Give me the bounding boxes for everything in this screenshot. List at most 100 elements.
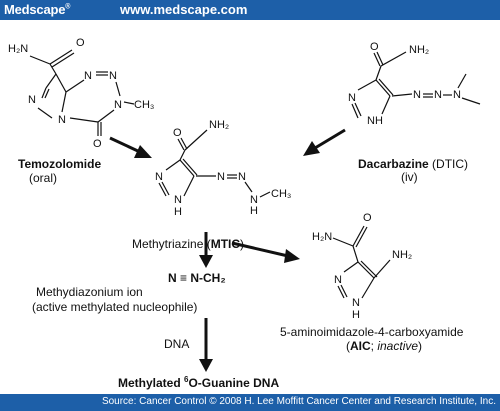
atom-label: N xyxy=(155,171,163,183)
bond xyxy=(182,158,198,176)
atom-label: N xyxy=(28,94,36,106)
bond xyxy=(65,79,85,93)
bond xyxy=(179,159,195,177)
medscape-logo: Medscape® xyxy=(4,2,71,17)
temozolomide-route: (oral) xyxy=(29,171,57,185)
dacarbazine-route: (iv) xyxy=(401,170,418,184)
bond xyxy=(375,65,382,81)
atom-label: N xyxy=(413,89,421,101)
dna-label: DNA xyxy=(164,337,189,351)
bond xyxy=(61,91,67,113)
bond xyxy=(29,55,51,65)
dacarbazine-label: Dacarbazine (DTIC) xyxy=(358,157,468,171)
bond xyxy=(391,93,413,97)
atom-label: O xyxy=(173,127,182,139)
atom-label: NH xyxy=(367,115,383,127)
atom-label: N xyxy=(58,114,66,126)
arrow-dacarbazine-to-mtic xyxy=(303,128,346,156)
bond xyxy=(351,103,359,119)
bond xyxy=(375,79,391,97)
bond xyxy=(45,73,57,89)
atom-label: H₂N xyxy=(312,231,332,243)
diazonium-label: Methydiazonium ion xyxy=(36,285,143,299)
bond xyxy=(361,277,375,299)
bond xyxy=(360,260,378,278)
bond xyxy=(183,175,195,197)
bond xyxy=(244,181,253,193)
atom-label: N xyxy=(238,171,246,183)
bond xyxy=(352,245,359,263)
atom-label: O xyxy=(363,212,372,224)
atom-label: H₂N xyxy=(8,43,28,55)
atom-label: CH₃ xyxy=(271,188,291,200)
mtic-structure: O NH₂ N N H N N xyxy=(155,119,291,218)
bond xyxy=(184,129,208,151)
mtic-label: Methytriazine (MTIC) xyxy=(132,237,244,251)
temozolomide-label: Temozolomide xyxy=(18,157,101,171)
bond xyxy=(357,261,375,279)
bond xyxy=(373,259,391,279)
bond xyxy=(55,73,67,93)
bond xyxy=(69,117,99,123)
aic-structure: H₂N O NH₂ N N H xyxy=(312,212,412,321)
bond xyxy=(354,102,362,117)
bond xyxy=(49,49,73,65)
bond xyxy=(51,52,75,68)
atom-label: CH₃ xyxy=(134,99,154,111)
bond xyxy=(355,226,368,248)
atom-label: N xyxy=(250,194,258,206)
bond xyxy=(123,101,135,105)
bond xyxy=(49,63,57,75)
atom-label: NH₂ xyxy=(209,119,229,131)
bond xyxy=(461,97,481,105)
arrow-mtic-to-diazonium xyxy=(199,232,213,268)
bond xyxy=(177,138,185,151)
temozolomide-structure: H₂N O N N N N xyxy=(8,37,154,150)
atom-label: N xyxy=(348,92,356,104)
bond xyxy=(180,137,188,150)
source-credit: Source: Cancer Control © 2008 H. Lee Mof… xyxy=(101,396,496,407)
bond xyxy=(259,191,271,198)
temozolomide-dacarbazine-pathway-diagram: H₂N O N N N N xyxy=(8,37,481,390)
atom-label: H xyxy=(174,206,182,218)
bond xyxy=(165,159,181,171)
atom-label: NH₂ xyxy=(409,44,429,56)
dacarbazine-structure: O NH₂ N NH N N xyxy=(348,41,481,127)
diagram-area: H₂N O N N N N xyxy=(0,20,500,394)
bond xyxy=(332,237,354,247)
atom-label: N xyxy=(84,70,92,82)
bond xyxy=(340,284,348,298)
bond xyxy=(37,107,53,119)
footer-bar: Source: Cancer Control © 2008 H. Lee Mof… xyxy=(0,394,500,411)
bond xyxy=(115,81,121,97)
bond xyxy=(380,51,407,67)
atom-label: O xyxy=(370,41,379,53)
bond xyxy=(343,261,359,273)
arrow-mtic-to-aic xyxy=(231,241,300,263)
atom-label: H xyxy=(250,205,258,217)
bond xyxy=(97,109,115,123)
atom-label: NH₂ xyxy=(392,249,412,261)
bond xyxy=(381,95,391,115)
atom-label: N xyxy=(217,171,225,183)
bond xyxy=(161,181,170,196)
bond xyxy=(44,88,50,99)
atom-label: N xyxy=(334,274,342,286)
bond xyxy=(41,87,47,99)
header-bar: Medscape® www.medscape.com xyxy=(0,0,500,20)
atom-label: O xyxy=(93,138,102,150)
bond xyxy=(352,225,365,247)
bond xyxy=(457,73,467,89)
bond xyxy=(378,78,394,96)
atom-label: O xyxy=(76,37,85,49)
bond xyxy=(337,285,345,299)
atom-label: N xyxy=(453,89,461,101)
atom-label: N xyxy=(174,194,182,206)
bond xyxy=(373,52,381,67)
bond xyxy=(357,79,377,91)
atom-label: N xyxy=(114,99,122,111)
aic-label: 5-aminoimidazole-4-carboxyamide xyxy=(280,325,464,339)
diazonium-formula: N ≡ N-CH₂ xyxy=(168,271,226,285)
atom-label: N xyxy=(434,89,442,101)
